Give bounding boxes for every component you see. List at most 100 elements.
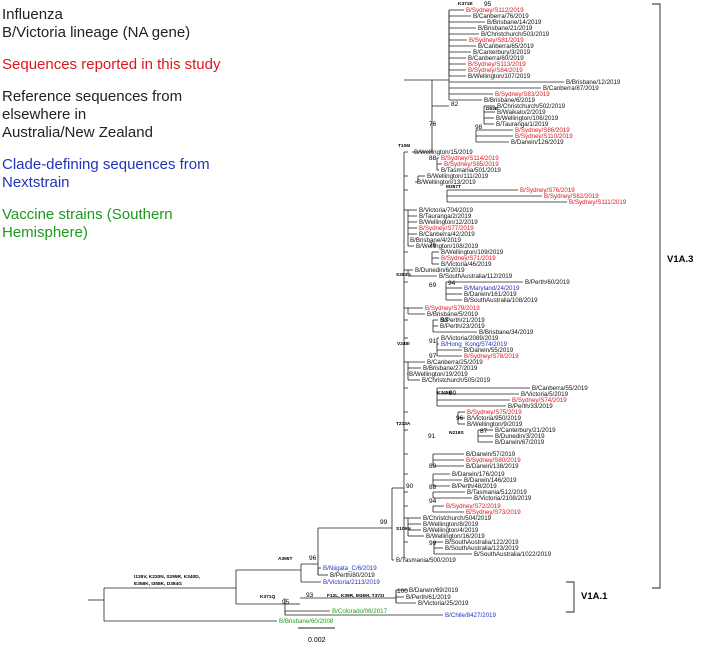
tip-label: B/Sydney/S85/2019 xyxy=(444,161,499,168)
bootstrap-value: 91 xyxy=(429,338,437,345)
tip-label: B/Canberra/25/2019 xyxy=(427,359,483,366)
bootstrap-value: 76 xyxy=(429,121,437,128)
tip-label: B/Brisbane/60/2008 xyxy=(279,618,334,625)
mutation-label: S283G xyxy=(396,272,411,278)
mutation-label: V248I xyxy=(397,341,410,347)
tip-label: B/Perth/21/2019 xyxy=(440,317,485,324)
mutation-label: M357T xyxy=(446,184,461,190)
tip-label: B/Wellington/106/2019 xyxy=(496,115,559,122)
tip-label: B/Perth/33/2019 xyxy=(508,403,553,410)
mutation-label: K371E xyxy=(458,1,473,7)
tip-label: B/Chile/8427/2019 xyxy=(445,612,496,619)
tip-label: B/Sydney/S110/2019 xyxy=(515,133,573,140)
tip-label: B/Darwin/161/2019 xyxy=(464,291,517,298)
tip-label: B/SouthAustralia/122/2019 xyxy=(445,539,519,546)
tip-label: B/SouthAustralia/123/2019 xyxy=(445,545,519,552)
tip-label: B/Wellington/107/2019 xyxy=(468,73,531,80)
tip-label: B/Tauranga/2/2019 xyxy=(419,213,472,220)
tip-label: B/Darwin/126/2019 xyxy=(511,139,564,146)
clade-label: V1A.1 xyxy=(581,591,608,602)
tip-label: B/Brisbane/27/2019 xyxy=(423,365,478,372)
bootstrap-value: 99 xyxy=(429,540,437,547)
mutation-label: K345E xyxy=(437,390,452,396)
tip-label: B/Maryland/24/2019 xyxy=(464,285,520,292)
tip-label: B/Darwin/69/2019 xyxy=(409,587,459,594)
bootstrap-value: 96 xyxy=(456,415,464,422)
bootstrap-value: 88 xyxy=(429,484,437,491)
bootstrap-value: 89 xyxy=(429,463,437,470)
tip-label: B/Sydney/S83/2019 xyxy=(495,91,550,98)
tip-label: B/Perth/23/2019 xyxy=(440,323,485,330)
bootstrap-value: 82 xyxy=(451,101,459,108)
tip-label: B/Victoria/2108/2019 xyxy=(474,495,532,502)
bootstrap-value: 87 xyxy=(480,428,488,435)
tip-label: B/Canterbury/21/2019 xyxy=(495,427,556,434)
bootstrap-value: 69 xyxy=(429,282,437,289)
tip-label: B/Canberra/87/2019 xyxy=(543,85,599,92)
tip-label: B/Wellington/19/2019 xyxy=(409,371,468,378)
tip-label: B/Sydney/S84/2019 xyxy=(468,67,523,74)
clade-bracket-v1a1 xyxy=(566,581,575,613)
bootstrap-value: 76 xyxy=(429,242,437,249)
tip-label: B/Canterbury/3/2019 xyxy=(473,49,531,56)
clade-brackets xyxy=(566,3,661,613)
tip-label: B/Brisbane/5/2019 xyxy=(427,311,478,318)
bootstrap-value: 94 xyxy=(429,498,437,505)
legend-blue-entry: Clade-defining sequences from Nextstrain xyxy=(2,156,210,191)
clade-bracket-v1a3 xyxy=(652,3,661,589)
legend-title-line2: B/Victoria lineage (NA gene) xyxy=(2,24,191,41)
tip-label: B/Darwin/55/2019 xyxy=(464,347,514,354)
tip-label: B/Tauranga/1/2019 xyxy=(496,121,549,128)
tip-label: B/Niigata_C/6/2019 xyxy=(323,565,377,572)
tip-label: B/Hong_Kong/574/2019 xyxy=(441,341,508,348)
tip-label: B/Sydney/S71/2019 xyxy=(441,255,496,262)
tip-label: B/Perth/61/2019 xyxy=(406,594,451,601)
tip-label: B/Perth/80/2019 xyxy=(330,572,375,579)
scale-bar-label: 0.002 xyxy=(308,637,326,644)
bootstrap-value: 88 xyxy=(429,155,437,162)
tip-label: B/Perth/60/2019 xyxy=(525,279,570,286)
tip-label: B/Brisbane/14/2019 xyxy=(487,19,542,26)
tip-label: B/Darwin/138/2019 xyxy=(466,463,519,470)
tip-label: B/Canberra/65/2019 xyxy=(478,43,534,50)
bootstrap-value: 100 xyxy=(397,588,408,595)
bootstrap-value: 99 xyxy=(380,519,388,526)
tip-label: B/Victoria/25/2019 xyxy=(418,600,469,607)
tip-label: B/Sydney/S113/2019 xyxy=(468,61,526,68)
legend-black-entry-line2: Australia/New Zealand xyxy=(2,124,153,141)
tip-label: B/SouthAustralia/1022/2019 xyxy=(474,551,552,558)
tree-labels: B/Sydney/S112/2019B/Canberra/76/2019B/Br… xyxy=(134,1,693,625)
bootstrap-value: 95 xyxy=(282,599,290,606)
tip-label: B/Brisbane/4/2019 xyxy=(410,237,461,244)
tip-label: B/Sydney/S86/2019 xyxy=(515,127,570,134)
legend-black-entry-line1: Reference sequences from elsewhere in xyxy=(2,88,183,123)
tip-label: B/Wellington/108/2019 xyxy=(416,243,479,250)
scale-bar: 0.002 xyxy=(298,627,335,644)
mutation-label: F12L, K39R, M369I, T372I xyxy=(327,593,385,599)
bootstrap-value: 95 xyxy=(484,1,492,8)
bootstrap-value: 93 xyxy=(306,592,314,599)
tip-label: B/Colorado/06/2017 xyxy=(332,608,388,615)
tip-label: B/Victoria/704/2019 xyxy=(419,207,473,214)
tip-label: B/Darwin/176/2019 xyxy=(452,471,505,478)
tree-branches xyxy=(88,9,567,622)
tip-label: B/Sydney/S73/2019 xyxy=(466,509,521,516)
tip-label: B/Wellington/12/2019 xyxy=(419,219,478,226)
bootstrap-value: 97 xyxy=(429,353,437,360)
tip-label: B/Canberra/42/2019 xyxy=(419,231,475,238)
tip-label: B/Darwin/146/2019 xyxy=(464,477,517,484)
bootstrap-value: 90 xyxy=(406,483,414,490)
mutation-label: S109N xyxy=(396,526,411,532)
tip-label: B/Sydney/S81/2019 xyxy=(469,37,524,44)
tip-label: B/Brisbane/6/2019 xyxy=(484,97,535,104)
bootstrap-value: 93 xyxy=(441,317,449,324)
tip-label: B/Wellington/9/2019 xyxy=(467,421,523,428)
tip-label: B/Christchurch/503/2019 xyxy=(481,31,550,38)
clade-label: V1A.3 xyxy=(667,254,693,265)
tip-label: B/Waikato/2/2019 xyxy=(497,109,546,116)
tip-label: B/Perth/48/2019 xyxy=(452,483,497,490)
legend-title-line1: Influenza xyxy=(2,6,63,23)
tip-label: B/Sydney/S82/2019 xyxy=(544,193,599,200)
tip-label: B/Sydney/S74/2019 xyxy=(512,397,567,404)
tip-label: B/Sydney/S78/2019 xyxy=(464,353,519,360)
